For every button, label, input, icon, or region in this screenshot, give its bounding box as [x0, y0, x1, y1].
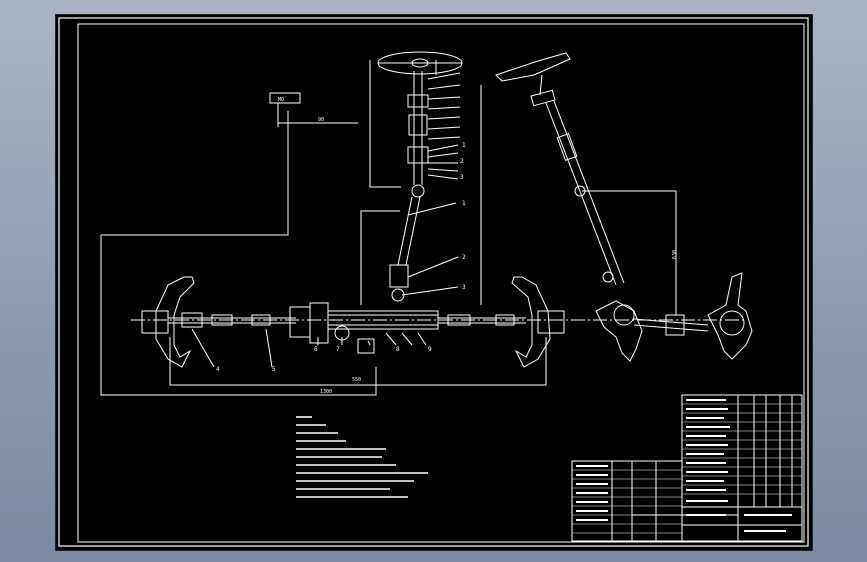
steering-system-drawing: 1 2 3 4 5 6 7 8 9 1 2 3 MO 90 630 550 13…: [58, 17, 809, 547]
left-hub: [141, 310, 169, 334]
control-box: [269, 92, 301, 104]
callout-labels: 1 2 3 4 5 6 7 8 9 1 2 3: [216, 142, 466, 373]
callout-p7: 7: [336, 346, 340, 353]
gear-housing: [289, 306, 311, 338]
left-knuckle: [155, 276, 195, 368]
rack-housing: [327, 310, 439, 330]
title-block: [681, 394, 803, 542]
callout-p3: 3: [462, 284, 466, 291]
knuckle-perspective: [707, 272, 753, 360]
callout-p4: 4: [216, 366, 220, 373]
steering-wheel-perspective: [495, 52, 571, 82]
callout-u1: 1: [462, 142, 466, 149]
left-joint: [181, 312, 203, 328]
technical-notes: [296, 416, 428, 498]
callout-u2: 2: [460, 158, 464, 165]
callout-p5: 5: [272, 366, 276, 373]
power-unit: [357, 338, 375, 354]
control-box-label: MO: [278, 97, 284, 103]
callout-p8: 8: [396, 346, 400, 353]
callout-p9: 9: [428, 346, 432, 353]
callout-p6: 6: [314, 346, 318, 353]
dim-d4: 1300: [320, 389, 332, 395]
drawing-sheet: 1 2 3 4 5 6 7 8 9 1 2 3 MO 90 630 550 13…: [55, 14, 813, 551]
u-joint: [389, 264, 409, 288]
callout-u3: 3: [460, 174, 464, 181]
title-rows: [572, 403, 802, 534]
dimension-labels: MO 90 630 550 1300: [278, 97, 678, 395]
inner-frame: [77, 23, 805, 543]
title-text-strokes: [576, 399, 792, 532]
dim-d3: 550: [352, 377, 361, 383]
callout-p1: 1: [462, 200, 466, 207]
right-knuckle: [511, 276, 551, 368]
linework: [100, 51, 803, 542]
right-hub: [537, 310, 565, 334]
outer-frame: [58, 17, 809, 547]
steering-box-perspective: [595, 300, 643, 362]
dim-d1: 90: [318, 117, 324, 123]
callout-p2: 2: [462, 254, 466, 261]
dim-d2: 630: [672, 250, 678, 259]
signature-block: [571, 460, 683, 542]
